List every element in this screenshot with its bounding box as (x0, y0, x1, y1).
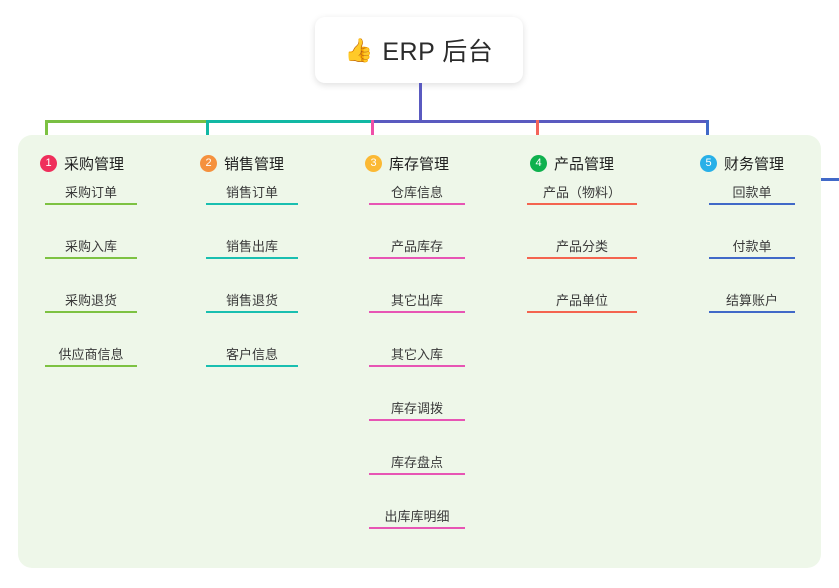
column-header-5[interactable]: 5 财务管理 (700, 143, 784, 183)
leaf-item-label: 产品库存 (390, 239, 443, 254)
leaf-item-rule (709, 311, 795, 313)
leaf-item-rule (527, 203, 637, 205)
branch-panel (18, 135, 821, 568)
leaf-item-label: 库存调拨 (390, 401, 443, 416)
leaf-item-label: 销售出库 (225, 239, 278, 254)
leaf-item[interactable]: 销售订单 (206, 177, 298, 205)
column-title-5: 财务管理 (724, 155, 785, 173)
drop-line-col1 (45, 120, 48, 145)
column-badge-4: 4 (530, 154, 547, 172)
leaf-item[interactable]: 付款单 (709, 231, 795, 259)
bus-segment-green (45, 120, 208, 123)
root-node-erp-backend[interactable]: 👍 ERP 后台 (315, 17, 523, 83)
leaf-item-label: 出库库明细 (384, 509, 450, 524)
leaf-item-label: 客户信息 (225, 347, 278, 362)
leaf-item-label: 产品单位 (555, 293, 608, 308)
leaf-item-label: 采购订单 (64, 185, 117, 200)
leaf-item[interactable]: 库存调拨 (369, 393, 465, 421)
root-node-title: ERP 后台 (382, 38, 494, 66)
leaf-item-label: 付款单 (732, 239, 772, 254)
leaf-item-rule (45, 257, 137, 259)
column-title-3: 库存管理 (389, 155, 450, 173)
leaf-item[interactable]: 产品分类 (527, 231, 637, 259)
column-header-1[interactable]: 1 采购管理 (40, 143, 124, 183)
leaf-item-rule (45, 203, 137, 205)
leaf-item-rule (369, 365, 465, 367)
drop-line-col3 (371, 120, 374, 145)
leaf-item-label: 其它入库 (390, 347, 443, 362)
leaf-item-rule (527, 311, 637, 313)
leaf-item-label: 其它出库 (390, 293, 443, 308)
leaf-item-rule (709, 203, 795, 205)
leaf-item[interactable]: 采购订单 (45, 177, 137, 205)
bus-segment-purple (371, 120, 709, 123)
drop-line-col4 (536, 120, 539, 145)
column-badge-2: 2 (200, 154, 217, 172)
leaf-item-label: 销售退货 (225, 293, 278, 308)
leaf-item-rule (369, 257, 465, 259)
leaf-item-label: 库存盘点 (390, 455, 443, 470)
leaf-item[interactable]: 产品单位 (527, 285, 637, 313)
leaf-item-rule (369, 311, 465, 313)
column-title-4: 产品管理 (554, 155, 615, 173)
leaf-item[interactable]: 其它出库 (369, 285, 465, 313)
leaf-item-rule (206, 257, 298, 259)
leaf-item-rule (369, 527, 465, 529)
leaf-item-rule (45, 365, 137, 367)
drop-line-col5 (706, 120, 709, 145)
leaf-item-rule (206, 203, 298, 205)
leaf-item-label: 采购退货 (64, 293, 117, 308)
column-badge-5: 5 (700, 154, 717, 172)
leaf-item[interactable]: 结算账户 (709, 285, 795, 313)
column-header-4[interactable]: 4 产品管理 (530, 143, 614, 183)
leaf-item-rule (369, 203, 465, 205)
leaf-item[interactable]: 产品库存 (369, 231, 465, 259)
column-header-3[interactable]: 3 库存管理 (365, 143, 449, 183)
leaf-item-label: 回款单 (732, 185, 772, 200)
leaf-item-rule (206, 365, 298, 367)
leaf-item[interactable]: 回款单 (709, 177, 795, 205)
leaf-item[interactable]: 销售退货 (206, 285, 298, 313)
leaf-item[interactable]: 采购退货 (45, 285, 137, 313)
drop-line-col2 (206, 120, 209, 145)
leaf-item-label: 产品（物料） (542, 185, 621, 200)
leaf-item[interactable]: 其它入库 (369, 339, 465, 367)
leaf-item[interactable]: 库存盘点 (369, 447, 465, 475)
leaf-item-label: 仓库信息 (390, 185, 443, 200)
leaf-item[interactable]: 仓库信息 (369, 177, 465, 205)
root-stem (419, 83, 422, 123)
leaf-item-rule (709, 257, 795, 259)
leaf-item[interactable]: 产品（物料） (527, 177, 637, 205)
leaf-item-label: 供应商信息 (58, 347, 124, 362)
thumbs-up-icon: 👍 (344, 36, 374, 63)
leaf-item-label: 产品分类 (555, 239, 608, 254)
leaf-item[interactable]: 销售出库 (206, 231, 298, 259)
leaf-item[interactable]: 客户信息 (206, 339, 298, 367)
leaf-item-rule (45, 311, 137, 313)
leaf-item-rule (527, 257, 637, 259)
leaf-item-label: 采购入库 (64, 239, 117, 254)
leaf-item-label: 销售订单 (225, 185, 278, 200)
column-title-2: 销售管理 (224, 155, 285, 173)
bus-segment-teal (206, 120, 373, 123)
leaf-item-label: 结算账户 (725, 293, 778, 308)
column-badge-1: 1 (40, 154, 57, 172)
column-badge-3: 3 (365, 154, 382, 172)
leaf-item[interactable]: 供应商信息 (45, 339, 137, 367)
leaf-item[interactable]: 采购入库 (45, 231, 137, 259)
column-header-2[interactable]: 2 销售管理 (200, 143, 284, 183)
leaf-item[interactable]: 出库库明细 (369, 501, 465, 529)
column-title-1: 采购管理 (64, 155, 125, 173)
leaf-item-rule (206, 311, 298, 313)
leaf-item-rule (369, 419, 465, 421)
leaf-item-rule (369, 473, 465, 475)
